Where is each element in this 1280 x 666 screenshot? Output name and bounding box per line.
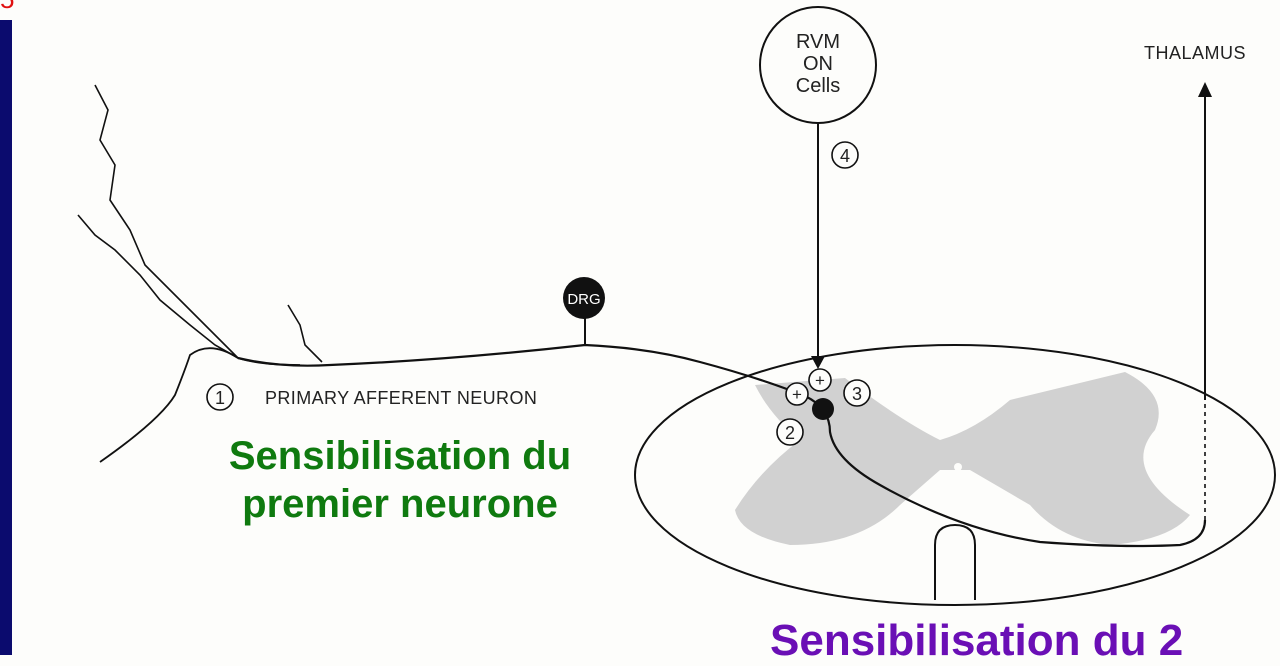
- first-neuron-caption-line1: Sensibilisation du: [140, 432, 660, 480]
- nerve-ending-middle: [78, 215, 238, 358]
- second-order-neuron: [812, 398, 834, 420]
- nerve-branch: [288, 305, 322, 362]
- primary-afferent-label: PRIMARY AFFERENT NEURON: [265, 388, 537, 408]
- rvm-label: RVM: [796, 31, 840, 53]
- thalamus-label: THALAMUS: [1144, 43, 1246, 63]
- ascending-arrowhead: [1198, 82, 1212, 97]
- drg-label: DRG: [567, 291, 600, 308]
- cells-label: Cells: [796, 75, 840, 97]
- on-label: ON: [803, 53, 833, 75]
- marker-2-label: 2: [785, 423, 795, 443]
- ventral-fissure: [935, 525, 975, 600]
- second-neuron-caption: Sensibilisation du 2: [770, 616, 1183, 666]
- marker-3-label: 3: [852, 384, 862, 404]
- first-neuron-caption: Sensibilisation du premier neurone: [140, 432, 660, 528]
- marker-4-label: 4: [840, 146, 850, 166]
- plus-top-label: +: [815, 371, 825, 390]
- central-canal: [954, 463, 962, 471]
- plus-left-label: +: [792, 385, 802, 404]
- nerve-ending-upper: [95, 85, 238, 358]
- first-neuron-caption-line2: premier neurone: [140, 480, 660, 528]
- descending-arrowhead: [811, 356, 825, 369]
- marker-1-label: 1: [215, 388, 225, 408]
